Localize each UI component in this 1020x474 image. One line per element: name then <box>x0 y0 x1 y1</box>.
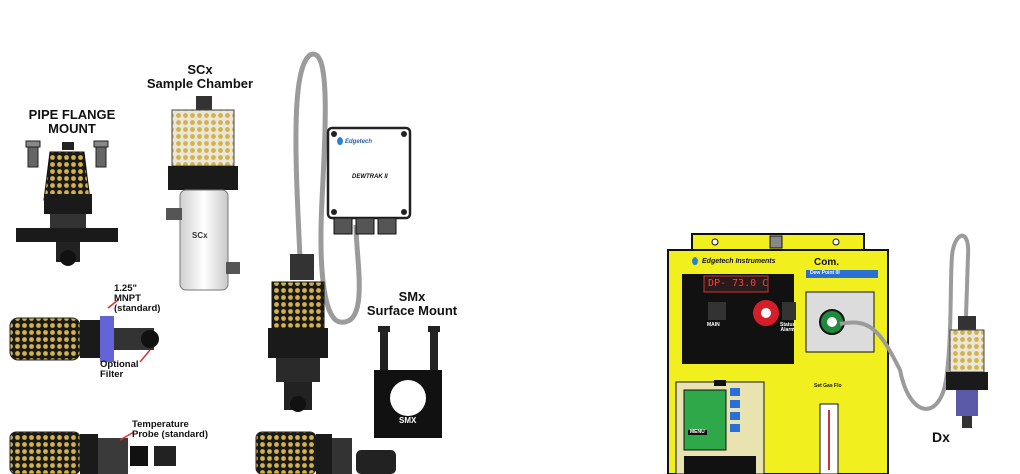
pipe-flange-mount <box>16 140 118 266</box>
temperature-label-line2: Probe (standard) <box>132 428 209 440</box>
smx-label-line1: SMx <box>398 289 426 304</box>
mnpt-probe <box>9 299 159 363</box>
dx-label: Dx <box>932 429 950 445</box>
scx-sample-chamber <box>166 96 240 291</box>
instrument-status-line2: Alarm <box>780 327 795 334</box>
smx-plate-label: SMX <box>399 416 417 425</box>
edgetech-instrument <box>667 233 971 474</box>
dx-probe <box>946 316 988 428</box>
pipe-flange-label-line1: PIPE FLANGE <box>28 107 116 122</box>
mnpt-label: 1.25" MNPT (standard) <box>114 284 160 314</box>
dewtrak-assembly <box>268 51 412 412</box>
smx-label-line2: Surface Mount <box>366 302 458 318</box>
scx-label: SCx Sample Chamber <box>140 63 260 90</box>
instrument-title: Com. <box>814 257 839 268</box>
bottom-probe <box>255 431 396 474</box>
filter-label: Optional Filter <box>100 360 139 380</box>
instrument-display: DP- 73.0 C <box>708 278 769 289</box>
temperature-label-line1: Temperature <box>132 419 189 430</box>
instrument-brand: Edgetech Instruments <box>702 258 776 265</box>
instrument-screen-text: MENU <box>688 429 707 436</box>
pipe-flange-label: PIPE FLANGE MOUNT <box>22 108 122 135</box>
filter-label-line2: Filter <box>100 368 124 380</box>
dewtrak-model: DEWTRAK II <box>352 174 388 180</box>
scx-label-line1: SCx <box>187 62 213 77</box>
mnpt-label-line3: (standard) <box>114 302 161 314</box>
smx-label: SMx Surface Mount <box>352 290 472 317</box>
instrument-status-line1: Status <box>780 322 796 328</box>
instrument-subtitle: Dew Point III <box>810 270 840 276</box>
mnpt-label-line2: MNPT <box>114 292 141 304</box>
instrument-status-label: Status Alarm <box>780 322 796 334</box>
dewtrak-brand: Edgetech <box>345 139 373 145</box>
filter-label-line1: Optional <box>100 359 139 370</box>
temperature-probe <box>9 431 176 474</box>
instrument-set-label: Set Gas Flo <box>814 383 842 389</box>
smx-surface-mount <box>374 326 442 438</box>
scx-body-label: SCx <box>192 231 208 240</box>
pipe-flange-label-line2: MOUNT <box>48 120 96 136</box>
mnpt-label-line1: 1.25" <box>114 283 137 294</box>
scx-label-line2: Sample Chamber <box>146 75 254 91</box>
temperature-probe-label: Temperature Probe (standard) <box>132 420 208 440</box>
instrument-main-button-label: MAIN <box>707 322 720 328</box>
